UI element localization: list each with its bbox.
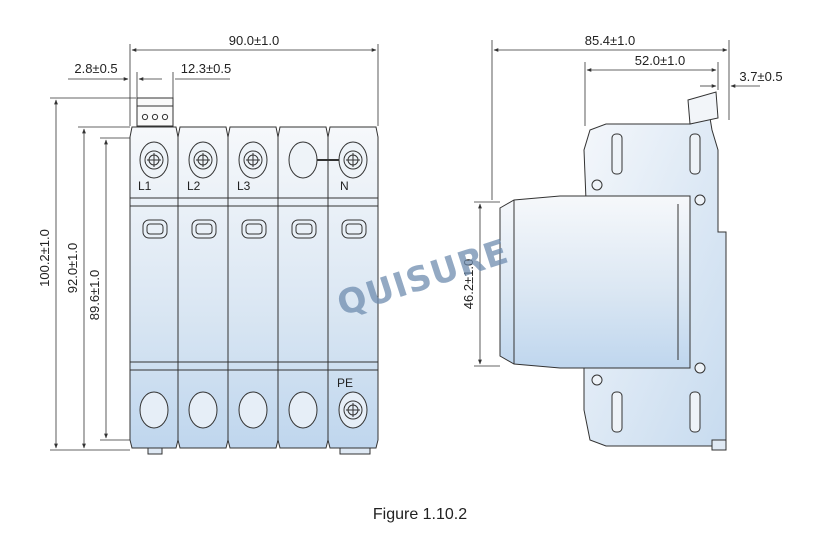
top-connector — [136, 97, 174, 127]
label-l3: L3 — [237, 179, 251, 193]
front-view — [129, 97, 379, 455]
dim-front-pitch: 12.3±0.5 — [181, 61, 232, 76]
label-l2: L2 — [187, 179, 201, 193]
terminal-pe-screw — [338, 391, 368, 429]
module-4 — [277, 126, 329, 449]
dim-side-front-height: 46.2±1.0 — [461, 259, 476, 310]
terminal-l3-screw — [238, 141, 268, 179]
dim-side-depth-total: 85.4±1.0 — [585, 33, 636, 48]
dim-front-width: 90.0±1.0 — [229, 33, 280, 48]
module-3 — [227, 126, 279, 449]
terminal-l1-screw — [139, 141, 169, 179]
terminal-l2-screw — [188, 141, 218, 179]
front-dimension-lines — [50, 44, 379, 451]
terminal-blank-top — [288, 141, 318, 179]
dim-side-depth-mid: 52.0±1.0 — [635, 53, 686, 68]
dim-front-offset: 2.8±0.5 — [74, 61, 117, 76]
module-2 — [177, 126, 229, 449]
terminal-n-screw — [338, 141, 368, 179]
module-1 — [129, 126, 179, 449]
figure-caption: Figure 1.10.2 — [372, 506, 468, 523]
label-n: N — [340, 179, 349, 193]
label-pe: PE — [337, 376, 353, 390]
bottom-terminals — [139, 391, 318, 429]
label-l1: L1 — [138, 179, 152, 193]
side-view — [499, 91, 727, 451]
dim-front-height-inner: 89.6±1.0 — [87, 270, 102, 321]
dim-front-height-body: 92.0±1.0 — [65, 243, 80, 294]
side-dimension-lines — [474, 40, 760, 367]
dim-side-offset: 3.7±0.5 — [739, 69, 782, 84]
dim-front-height-total: 100.2±1.0 — [37, 229, 52, 287]
module-5 — [327, 126, 379, 449]
indicator-windows — [142, 219, 367, 239]
